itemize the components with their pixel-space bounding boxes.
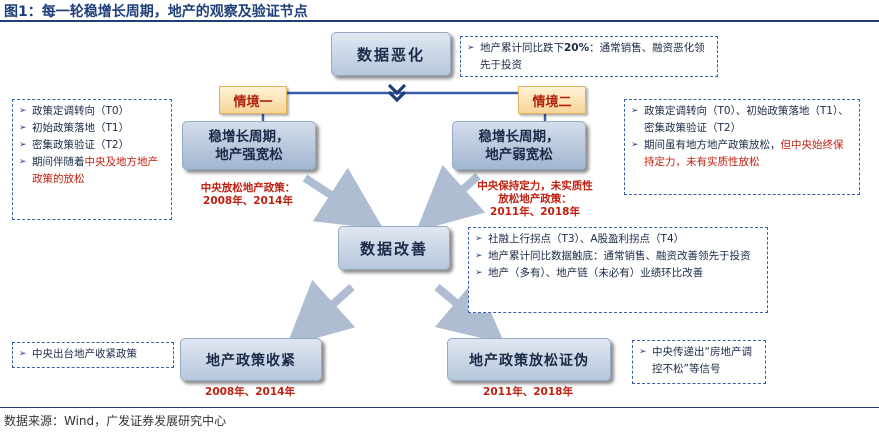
note-right: 政策定调转向（T0）、初始政策落地（T1）、密集政策验证（T2） 期间虽有地方地… <box>624 99 860 195</box>
caption-strong: 中央放松地产政策： 2008年、2014年 <box>200 182 296 207</box>
caption-tighten: 2008年、2014年 <box>205 386 295 398</box>
policy-tighten-label: 地产政策收紧 <box>206 352 296 369</box>
note-middle: 社融上行拐点（T3）、A股盈利拐点（T4） 地产累计同比数据触底：通常销售、融资… <box>468 227 768 313</box>
arrow-improve-to-verify <box>434 277 505 344</box>
note-left-item: 期间伴随着中央及地方地产政策的放松 <box>19 154 165 188</box>
data-worsen-box: 数据恶化 <box>331 32 451 76</box>
note-right-item: 政策定调转向（T0）、初始政策落地（T1）、密集政策验证（T2） <box>631 103 853 137</box>
note-right-item: 期间虽有地方地产政策放松，但中央始终保持定力，未有实质性放松 <box>631 137 853 171</box>
note-middle-item: 社融上行拐点（T3）、A股盈利拐点（T4） <box>475 231 761 248</box>
figure-title: 图1：每一轮稳增长周期，地产的观察及验证节点 <box>4 4 308 20</box>
note-left: 政策定调转向（T0） 初始政策落地（T1） 密集政策验证（T2） 期间伴随着中央… <box>12 99 172 220</box>
note-bottom-left: 中央出台地产收紧政策 <box>12 342 174 368</box>
note-bottom-right: 中央传递出“房地产调控不松”等信号 <box>632 340 766 384</box>
note-bottom-left-item: 中央出台地产收紧政策 <box>19 346 167 363</box>
policy-verify-label: 地产政策放松证伪 <box>469 352 589 369</box>
arrow-improve-to-tighten <box>286 279 356 347</box>
note-left-item: 初始政策落地（T1） <box>19 120 165 137</box>
footer-divider <box>0 407 879 408</box>
double-chevron-icon <box>387 83 407 103</box>
cycle-strong-line2: 地产强宽松 <box>215 146 283 163</box>
scenario-one-tag: 情境一 <box>219 86 287 114</box>
caption-verify: 2011年、2018年 <box>483 386 573 398</box>
policy-verify-box: 地产政策放松证伪 <box>447 338 611 381</box>
arrow-strong-to-improve <box>302 167 384 230</box>
note-top-right-item: 地产累计同比跌下20%：通常销售、融资恶化领先于投资 <box>467 40 711 74</box>
data-improve-label: 数据改善 <box>359 239 428 258</box>
cycle-weak-box: 稳增长周期， 地产弱宽松 <box>452 121 586 170</box>
cycle-strong-box: 稳增长周期， 地产强宽松 <box>182 121 316 170</box>
caption-weak: 中央保持定力，未实质性 放松地产政策： 2011年、2018年 <box>477 180 593 218</box>
split-connector <box>261 91 547 122</box>
note-left-item: 密集政策验证（T2） <box>19 137 165 154</box>
note-left-item: 政策定调转向（T0） <box>19 103 165 120</box>
data-improve-box: 数据改善 <box>338 226 450 270</box>
drop-threshold: 20% <box>564 42 590 54</box>
note-top-right: 地产累计同比跌下20%：通常销售、融资恶化领先于投资 <box>460 36 718 77</box>
note-bottom-right-item: 中央传递出“房地产调控不松”等信号 <box>639 344 759 378</box>
arrow-weak-to-improve <box>416 164 486 232</box>
note-middle-item: 地产（多有）、地产链（未必有）业绩环比改善 <box>475 265 761 282</box>
cycle-weak-line1: 稳增长周期， <box>478 128 560 145</box>
source-footer: 数据来源：Wind，广发证券发展研究中心 <box>4 414 227 428</box>
data-worsen-label: 数据恶化 <box>356 45 425 64</box>
scenario-two-tag: 情境二 <box>518 86 586 114</box>
title-divider <box>0 20 879 22</box>
policy-tighten-box: 地产政策收紧 <box>180 338 322 381</box>
note-middle-item: 地产累计同比数据触底：通常销售、融资改善领先于投资 <box>475 248 761 265</box>
cycle-strong-line1: 稳增长周期， <box>208 128 290 145</box>
cycle-weak-line2: 地产弱宽松 <box>485 146 553 163</box>
